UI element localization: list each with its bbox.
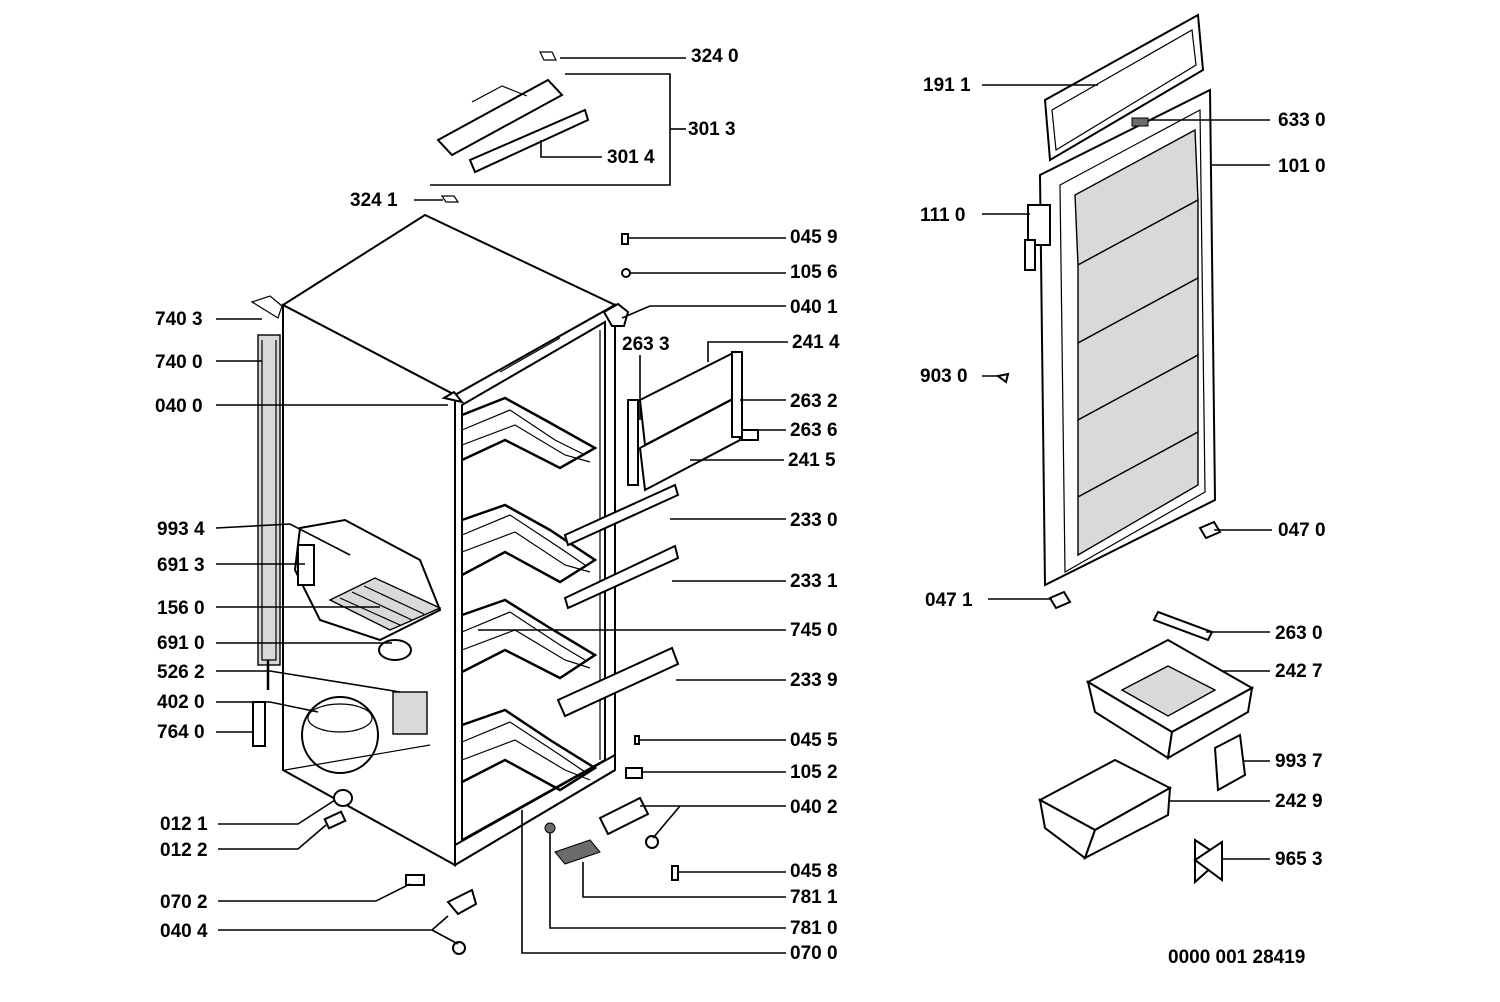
part-label: 070 0 xyxy=(790,943,838,964)
part-label: 012 2 xyxy=(160,840,208,861)
part-label: 241 5 xyxy=(788,450,836,471)
part-label: 242 9 xyxy=(1275,791,1323,812)
part-label: 691 3 xyxy=(157,555,205,576)
part-label: 301 3 xyxy=(688,119,736,140)
part-label: 740 3 xyxy=(155,309,203,330)
part-label: 263 0 xyxy=(1275,623,1323,644)
part-label: 047 0 xyxy=(1278,520,1326,541)
part-label: 101 0 xyxy=(1278,156,1326,177)
part-label: 402 0 xyxy=(157,692,205,713)
part-label: 324 1 xyxy=(350,190,398,211)
part-labels: 324 0 301 3 301 4 324 1 045 9 105 6 040 … xyxy=(155,46,1326,968)
part-label: 040 1 xyxy=(790,297,838,318)
part-label: 526 2 xyxy=(157,662,205,683)
part-label: 242 7 xyxy=(1275,661,1323,682)
part-label: 993 7 xyxy=(1275,751,1323,772)
part-label: 633 0 xyxy=(1278,110,1326,131)
reference-code: 0000 001 28419 xyxy=(1168,947,1305,968)
part-label: 241 4 xyxy=(792,332,840,353)
part-label: 691 0 xyxy=(157,633,205,654)
part-label: 324 0 xyxy=(691,46,739,67)
part-label: 040 2 xyxy=(790,797,838,818)
part-label: 745 0 xyxy=(790,620,838,641)
part-label: 263 2 xyxy=(790,391,838,412)
part-label: 233 9 xyxy=(790,670,838,691)
part-label: 045 8 xyxy=(790,861,838,882)
part-label: 012 1 xyxy=(160,814,208,835)
door-drawing xyxy=(995,13,1255,885)
part-label: 764 0 xyxy=(157,722,205,743)
part-label: 070 2 xyxy=(160,892,208,913)
part-label: 740 0 xyxy=(155,352,203,373)
part-label: 781 1 xyxy=(790,887,838,908)
part-label: 191 1 xyxy=(923,75,971,96)
part-label: 903 0 xyxy=(920,366,968,387)
part-label: 263 3 xyxy=(622,334,670,355)
part-label: 993 4 xyxy=(157,519,205,540)
part-label: 156 0 xyxy=(157,598,205,619)
part-label: 045 5 xyxy=(790,730,838,751)
part-label: 233 1 xyxy=(790,571,838,592)
part-label: 047 1 xyxy=(925,590,973,611)
part-label: 781 0 xyxy=(790,918,838,939)
cabinet-drawing xyxy=(250,51,759,955)
part-label: 301 4 xyxy=(607,147,655,168)
part-label: 105 2 xyxy=(790,762,838,783)
leader-lines xyxy=(215,57,1272,954)
part-label: 263 6 xyxy=(790,420,838,441)
part-label: 045 9 xyxy=(790,227,838,248)
part-label: 233 0 xyxy=(790,510,838,531)
part-label: 040 0 xyxy=(155,396,203,417)
part-label: 965 3 xyxy=(1275,849,1323,870)
part-label: 105 6 xyxy=(790,262,838,283)
part-label: 111 0 xyxy=(920,205,965,226)
part-label: 040 4 xyxy=(160,921,208,942)
